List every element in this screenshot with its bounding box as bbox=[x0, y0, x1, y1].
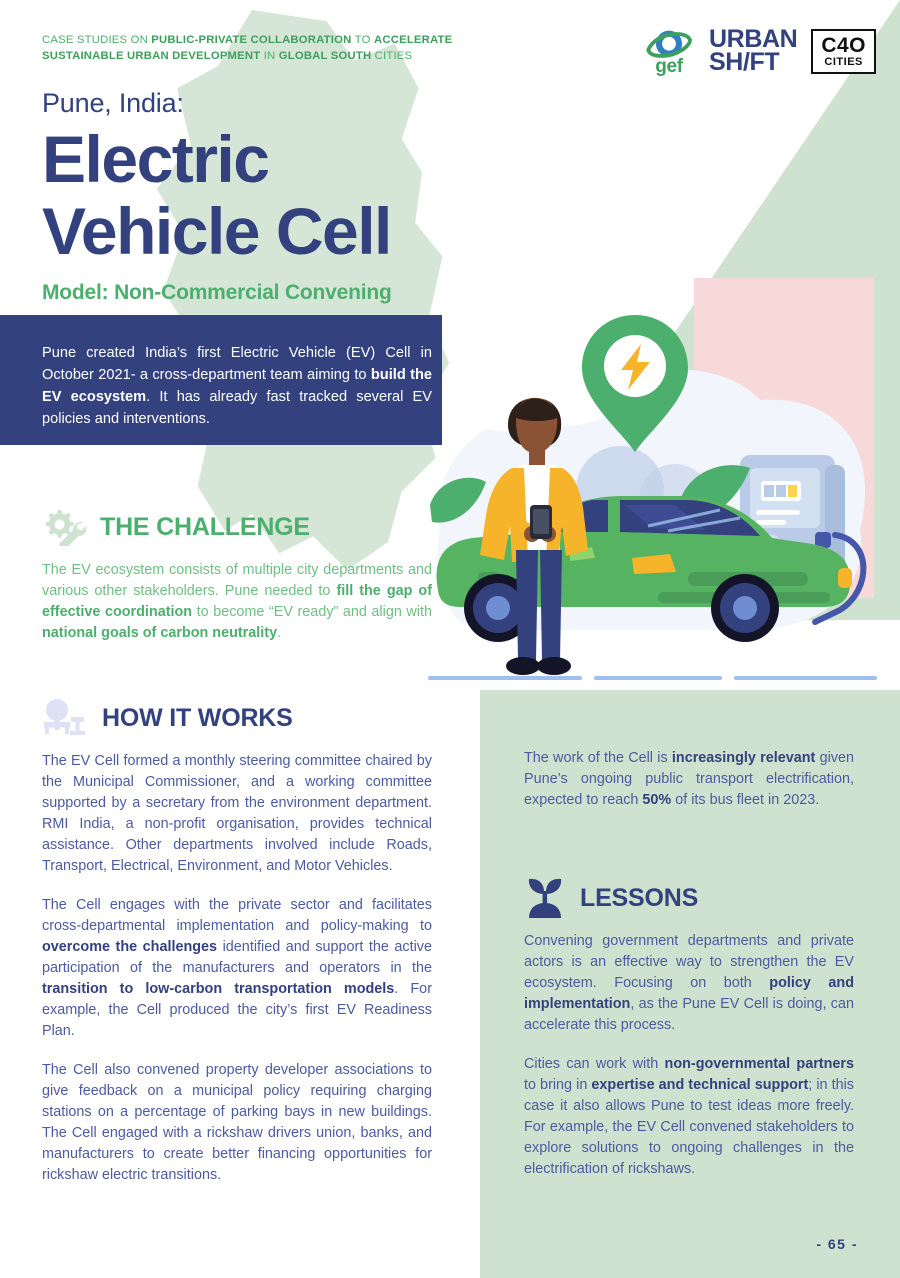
urban-shift-line2: SH/FT bbox=[709, 48, 780, 76]
c40-wordmark: C4O bbox=[821, 33, 866, 57]
plain-text: The EV ecosystem consists of multiple ci… bbox=[42, 562, 432, 599]
plain-text: . It has already fast tracked several EV… bbox=[42, 389, 432, 427]
section-how-it-works-body: The EV Cell formed a monthly steering co… bbox=[42, 751, 432, 1186]
paragraph: The EV ecosystem consists of multiple ci… bbox=[42, 560, 432, 644]
page-title: Electric Vehicle Cell bbox=[42, 123, 512, 267]
page-number: - 65 - bbox=[816, 1236, 858, 1252]
plain-text: identified and support the active partic… bbox=[42, 939, 432, 976]
monstera-leaf-icon bbox=[430, 477, 486, 523]
bold-text: national goals of carbon neutrality bbox=[42, 625, 278, 641]
bold-text: fill the gap of effective coordination bbox=[42, 583, 432, 620]
section-lessons-title: LESSONS bbox=[580, 883, 699, 912]
bold-text: overcome the challenges bbox=[42, 939, 218, 955]
tree-bench-icon bbox=[44, 699, 85, 735]
plain-text: The work of the Cell is bbox=[524, 750, 672, 766]
logo-group: gef URBAN SH/FT C4O CITIES bbox=[643, 25, 876, 77]
paragraph: The work of the Cell is increasingly rel… bbox=[524, 748, 854, 811]
plain-text: TO bbox=[354, 34, 375, 46]
intro-text: Pune created India’s first Electric Vehi… bbox=[42, 342, 432, 430]
paragraph: The Cell also convened property develope… bbox=[42, 1060, 432, 1186]
page-header: CASE STUDIES ON PUBLIC-PRIVATE COLLABORA… bbox=[0, 0, 900, 90]
plain-text: The EV Cell formed a monthly steering co… bbox=[42, 753, 432, 874]
bold-text: non-governmental partners bbox=[664, 1056, 855, 1072]
section-challenge: THE CHALLENGE The EV ecosystem consists … bbox=[42, 508, 432, 644]
plain-text: of its bus fleet in 2023. bbox=[671, 792, 820, 808]
plain-text: ; in this case it also allows Pune to te… bbox=[524, 1077, 855, 1177]
paragraph: Convening government departments and pri… bbox=[524, 931, 854, 1036]
urban-shift-logo: URBAN SH/FT bbox=[709, 25, 798, 76]
plain-text: The Cell engages with the private sector… bbox=[42, 897, 432, 934]
section-lessons: LESSONS Convening government departments… bbox=[524, 878, 854, 1180]
ev-charging-illustration bbox=[420, 300, 890, 700]
bold-text: increasingly relevant bbox=[671, 750, 816, 766]
plain-text: , as the Pune EV Cell is doing, can acce… bbox=[524, 996, 854, 1033]
gef-wordmark: gef bbox=[655, 56, 683, 77]
title-block: Pune, India: Electric Vehicle Cell Model… bbox=[42, 88, 512, 305]
gef-mark-icon bbox=[646, 30, 692, 58]
gear-wrench-icon bbox=[45, 510, 86, 546]
section-how-it-works-title: HOW IT WORKS bbox=[102, 703, 293, 732]
bold-text: policy and implementation bbox=[524, 975, 854, 1012]
plain-text: CASE STUDIES ON bbox=[42, 34, 152, 46]
section-lessons-body: Convening government departments and pri… bbox=[524, 931, 854, 1180]
bold-text: PUBLIC-PRIVATE COLLABORATION bbox=[151, 34, 355, 46]
city-name: Pune, India: bbox=[42, 88, 184, 118]
gef-logo: gef bbox=[643, 28, 695, 77]
section-lessons-header: LESSONS bbox=[524, 878, 854, 918]
bold-text: transition to low-carbon transportation … bbox=[42, 981, 395, 997]
section-how-it-works-header: HOW IT WORKS bbox=[42, 698, 432, 738]
section-right-note: The work of the Cell is increasingly rel… bbox=[524, 748, 854, 811]
section-how-it-works: HOW IT WORKS The EV Cell formed a monthl… bbox=[42, 698, 432, 1186]
page-title-line2: Vehicle Cell bbox=[42, 194, 392, 268]
c40-cities-label: CITIES bbox=[824, 55, 863, 68]
model-subtitle: Model: Non-Commercial Convening bbox=[42, 281, 392, 304]
seedling-icon bbox=[528, 878, 562, 918]
map-pin-lightning-icon bbox=[582, 315, 688, 452]
bold-text: build the EV ecosystem bbox=[42, 367, 432, 405]
section-challenge-header: THE CHALLENGE bbox=[42, 508, 432, 546]
plain-text: . bbox=[277, 625, 282, 641]
section-challenge-title: THE CHALLENGE bbox=[100, 512, 310, 541]
plain-text: CITIES bbox=[374, 49, 413, 62]
bold-text: GLOBAL SOUTH bbox=[278, 49, 375, 62]
intro-banner bbox=[0, 315, 442, 445]
page-title-line1: Electric bbox=[42, 122, 270, 196]
section-right-note-body: The work of the Cell is increasingly rel… bbox=[524, 748, 854, 811]
bold-text: 50% bbox=[642, 792, 672, 808]
plain-text: given Pune’s ongoing public transport el… bbox=[524, 750, 855, 808]
c40-cities-logo: C4O CITIES bbox=[811, 28, 876, 74]
right-column-green-panel bbox=[480, 690, 900, 1278]
paragraph: The Cell engages with the private sector… bbox=[42, 895, 432, 1042]
plain-text: IN bbox=[263, 49, 279, 62]
plain-text: Pune created India’s first Electric Vehi… bbox=[42, 345, 432, 383]
plain-text: to become “EV ready” and align with bbox=[192, 604, 432, 620]
paragraph: The EV Cell formed a monthly steering co… bbox=[42, 751, 432, 877]
paragraph: Cities can work with non-governmental pa… bbox=[524, 1054, 854, 1180]
plain-text: Convening government departments and pri… bbox=[524, 933, 854, 991]
section-challenge-body: The EV ecosystem consists of multiple ci… bbox=[42, 560, 432, 644]
bold-text: ACCELERATE SUSTAINABLE URBAN DEVELOPMENT bbox=[42, 34, 453, 62]
urban-shift-line1: URBAN bbox=[709, 25, 798, 53]
plain-text: . For example, the Cell produced the cit… bbox=[42, 981, 432, 1039]
bold-text: expertise and technical support bbox=[591, 1077, 809, 1093]
india-map-silhouette bbox=[156, 10, 450, 570]
plain-text: Cities can work with bbox=[524, 1056, 665, 1072]
kicker-text: CASE STUDIES ON PUBLIC-PRIVATE COLLABORA… bbox=[42, 33, 482, 64]
plain-text: to bring in bbox=[524, 1077, 592, 1093]
person-with-phone-icon bbox=[480, 397, 588, 675]
plain-text: The Cell also convened property develope… bbox=[42, 1062, 432, 1183]
